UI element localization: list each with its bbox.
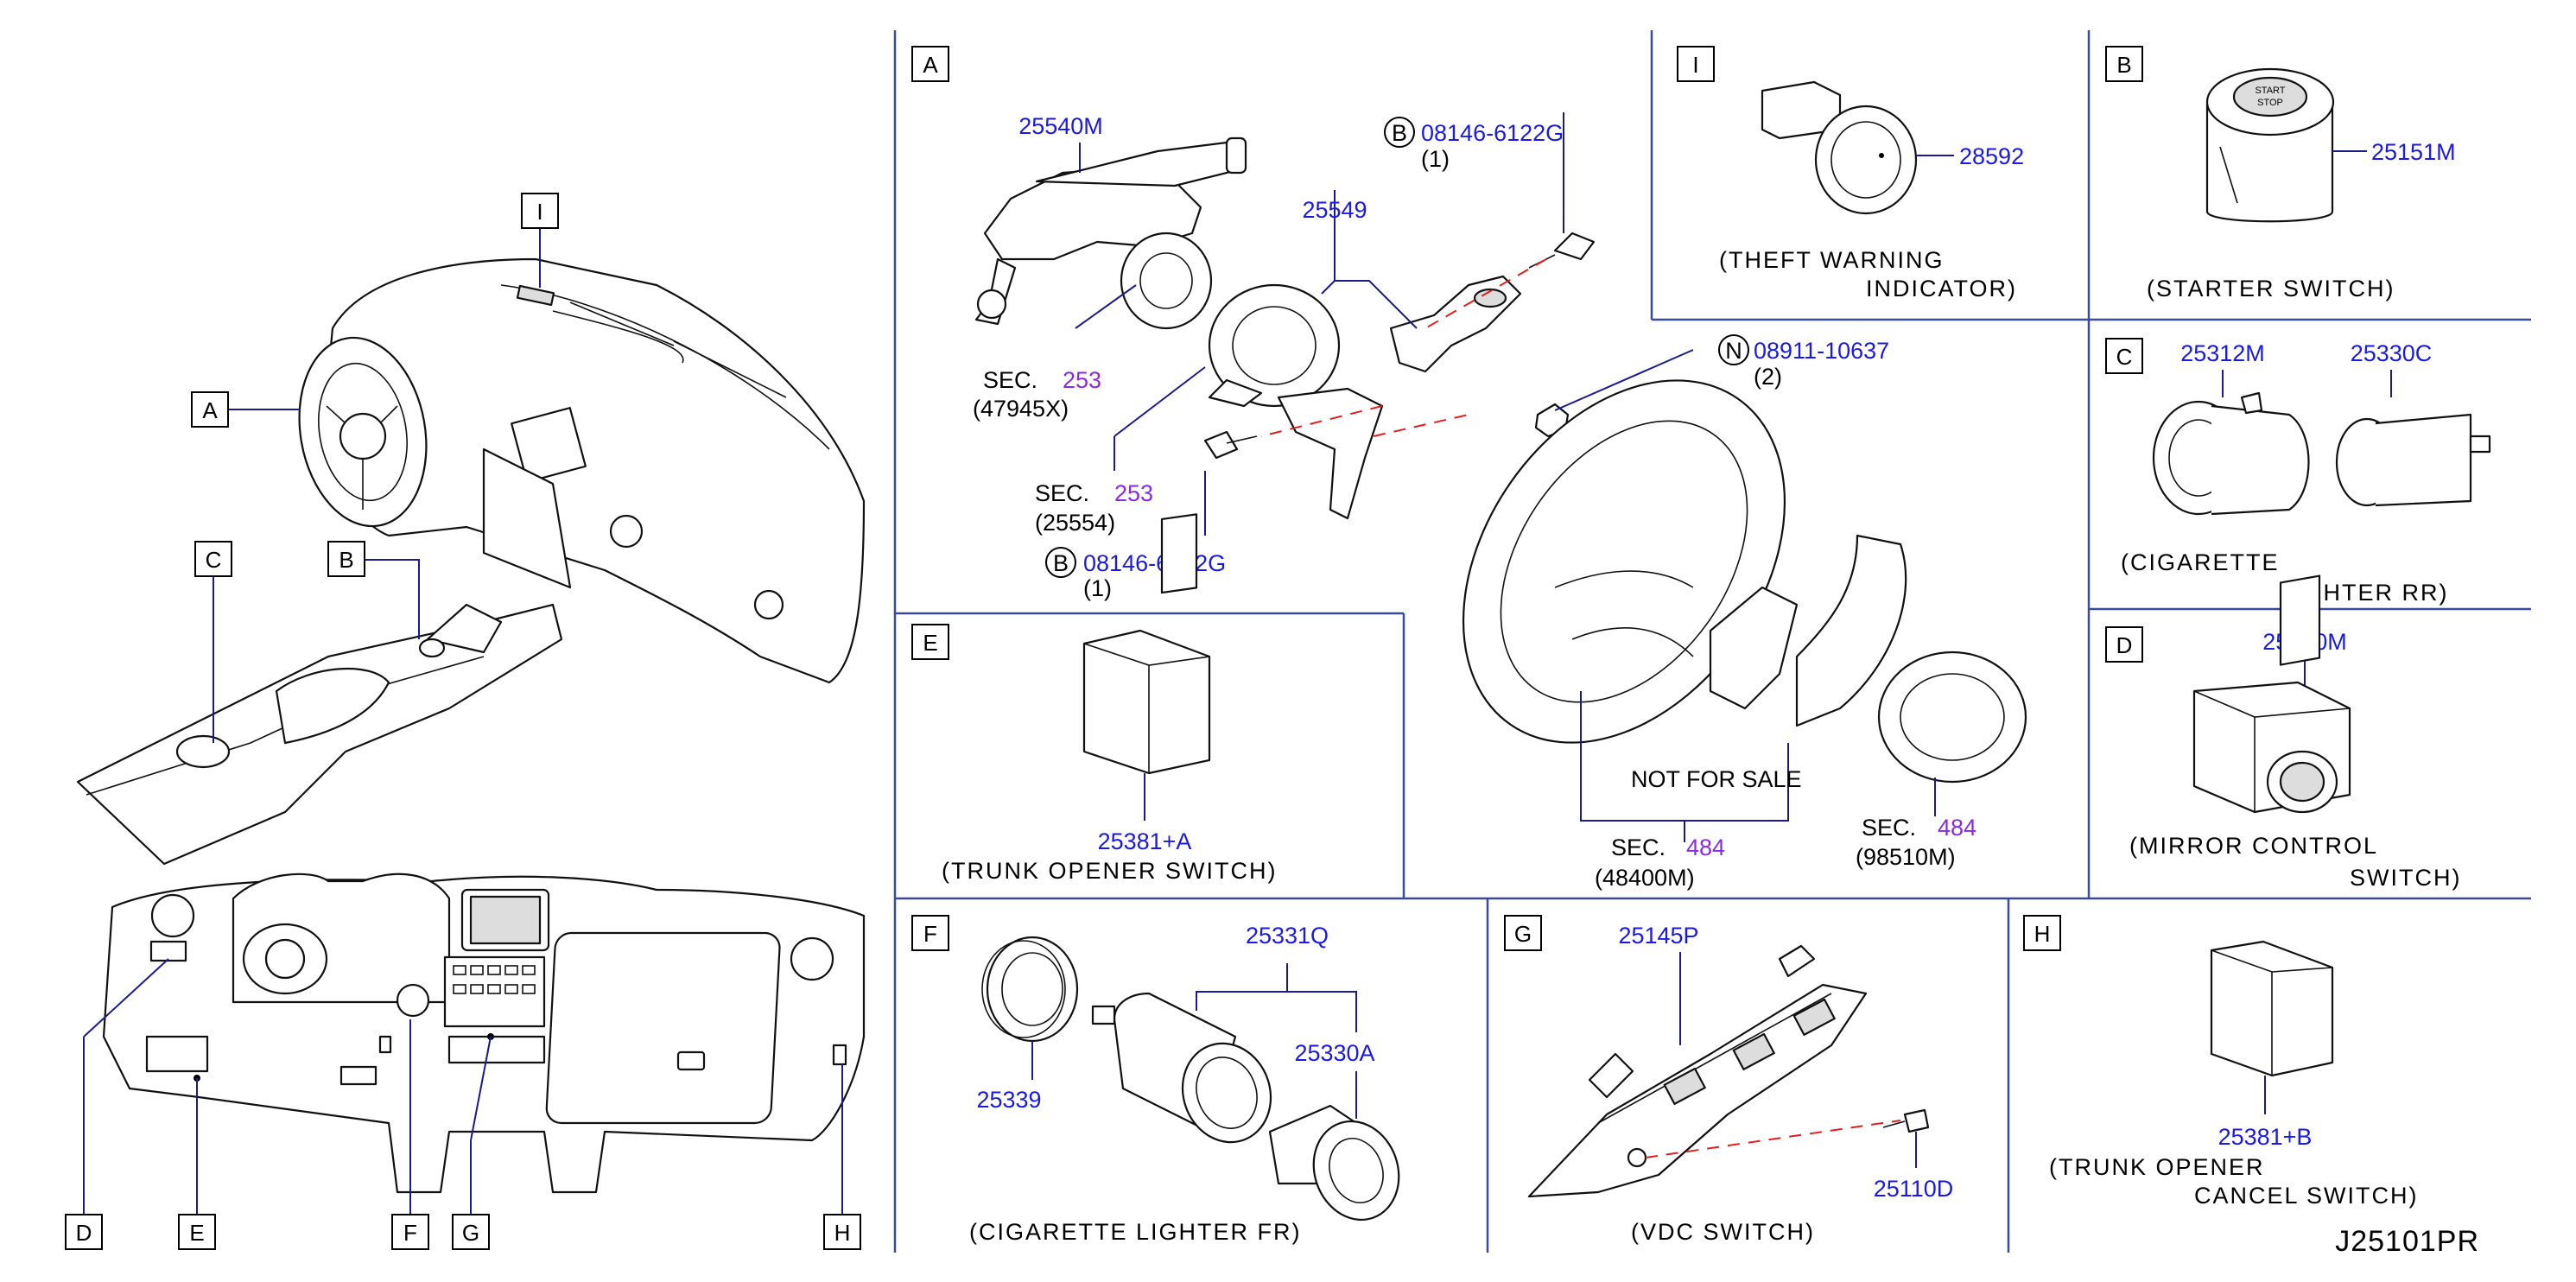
section-e: E 25381+A (TRUNK OPENER SWITCH)	[911, 513, 1278, 884]
section-i-letter: I	[1692, 52, 1698, 78]
section-c: C 25312M 25330C (CIGARETTE LIGHTER RR)	[2105, 338, 2491, 606]
airbag-drawing	[1877, 651, 2027, 784]
overview-callout-g: G	[462, 1220, 479, 1246]
trunk-opener-switch-drawing	[1082, 629, 1211, 775]
diagram-code: J25101PR	[2335, 1225, 2479, 1258]
section-g: G 25145P 25110D (VDC SWITCH)	[1504, 915, 1954, 1245]
sec4-ref: (98510M)	[1856, 844, 1956, 870]
bolt-top-qty: (1)	[1421, 146, 1450, 172]
starter-button-text-2: STOP	[2257, 98, 2283, 108]
section-a: A 25540M	[911, 46, 2027, 891]
section-h: H 25381+B (TRUNK OPENER CANCEL SWITCH)	[2023, 574, 2419, 1209]
part-number-25339: 25339	[976, 1087, 1041, 1113]
overview-callout-d: D	[76, 1220, 92, 1246]
part-number-25330c: 25330C	[2351, 340, 2433, 366]
section-f: F 25339 25331Q 25330A (CIGARETTE LIGHTER…	[911, 915, 1400, 1245]
sec1-number: 253	[1063, 367, 1101, 393]
section-g-letter: G	[1514, 921, 1532, 947]
spiral-cable-drawing	[1208, 283, 1341, 408]
bolt-bottom-prefix: B	[1053, 550, 1069, 576]
part-number-25549: 25549	[1302, 197, 1367, 223]
overview-callout-b: B	[339, 547, 353, 573]
section-a-letter: A	[923, 52, 938, 78]
overview-callout-e: E	[189, 1220, 204, 1246]
overview-callout-c: C	[206, 547, 222, 573]
section-h-caption-1: (TRUNK OPENER	[2049, 1154, 2265, 1180]
section-d: D 25560M (MIRROR CONTROL SWITCH)	[2105, 626, 2461, 891]
sec4-number: 484	[1938, 815, 1976, 841]
section-f-caption: (CIGARETTE LIGHTER FR)	[969, 1219, 1302, 1245]
part-number-25151m: 25151M	[2371, 139, 2456, 165]
overview-callout-a: A	[202, 397, 218, 423]
section-e-letter: E	[923, 630, 937, 656]
dashboard-overview	[76, 257, 866, 1194]
part-number-25381-a: 25381+A	[1098, 828, 1192, 854]
part-number-25110d: 25110D	[1874, 1176, 1954, 1202]
sec3-number: 484	[1686, 835, 1725, 860]
steering-wheel-drawing	[1462, 379, 1786, 744]
overview-callout-i: I	[536, 199, 542, 225]
part-number-25145p: 25145P	[1618, 923, 1698, 949]
part-number-25540m: 25540M	[1018, 113, 1103, 139]
part-number-25330a: 25330A	[1294, 1040, 1374, 1066]
section-h-caption-2: CANCEL SWITCH)	[2194, 1183, 2419, 1209]
sec2-prefix: SEC.	[1035, 480, 1089, 506]
section-c-caption-1: (CIGARETTE	[2121, 549, 2280, 575]
section-f-letter: F	[923, 921, 937, 947]
nut-prefix: N	[1725, 338, 1742, 364]
section-i: I 28592 (THEFT WARNING INDICATOR)	[1677, 46, 2024, 301]
starter-button-text-1: START	[2255, 86, 2285, 96]
part-number-08146-6122g-top: 08146-6122G	[1421, 120, 1564, 146]
part-number-25312m: 25312M	[2180, 340, 2265, 366]
starter-switch-drawing	[2205, 102, 2334, 223]
sec2-number: 253	[1114, 480, 1153, 506]
sec3-ref: (48400M)	[1595, 865, 1695, 891]
section-d-letter: D	[2116, 632, 2133, 658]
not-for-sale-notice: NOT FOR SALE	[1631, 766, 1802, 792]
section-i-caption-1: (THEFT WARNING	[1719, 247, 1944, 273]
bolt-top-prefix: B	[1392, 120, 1407, 146]
sec1-prefix: SEC.	[983, 367, 1037, 393]
overview-callout-f: F	[403, 1220, 417, 1246]
sec3-prefix: SEC.	[1611, 835, 1666, 860]
sec2-ref: (25554)	[1035, 510, 1115, 536]
overview-callouts: I A C B D E F G H	[65, 193, 861, 1250]
section-h-letter: H	[2034, 921, 2051, 947]
part-number-08146-6122g-bottom: 08146-6122G	[1083, 550, 1226, 576]
section-b-letter: B	[2116, 52, 2131, 78]
bolt-bottom-qty: (1)	[1083, 575, 1112, 601]
part-number-25381-b: 25381+B	[2218, 1124, 2313, 1150]
section-d-caption-1: (MIRROR CONTROL	[2129, 833, 2378, 859]
overview-callout-h: H	[834, 1220, 851, 1246]
nut-qty: (2)	[1754, 364, 1782, 390]
sec1-ref: (47945X)	[973, 396, 1069, 422]
part-number-28592: 28592	[1959, 143, 2024, 169]
section-e-caption: (TRUNK OPENER SWITCH)	[942, 858, 1278, 884]
sec4-prefix: SEC.	[1862, 815, 1916, 841]
part-number-08911-10637: 08911-10637	[1754, 338, 1889, 364]
part-number-25331q: 25331Q	[1246, 923, 1329, 949]
section-b: B START STOP 25151M (STARTER SWITCH)	[2105, 46, 2456, 301]
section-i-caption-2: INDICATOR)	[1866, 276, 2017, 301]
section-c-letter: C	[2116, 344, 2133, 370]
section-g-caption: (VDC SWITCH)	[1631, 1219, 1815, 1245]
section-d-caption-2: SWITCH)	[2350, 865, 2461, 891]
section-b-caption: (STARTER SWITCH)	[2147, 276, 2395, 301]
